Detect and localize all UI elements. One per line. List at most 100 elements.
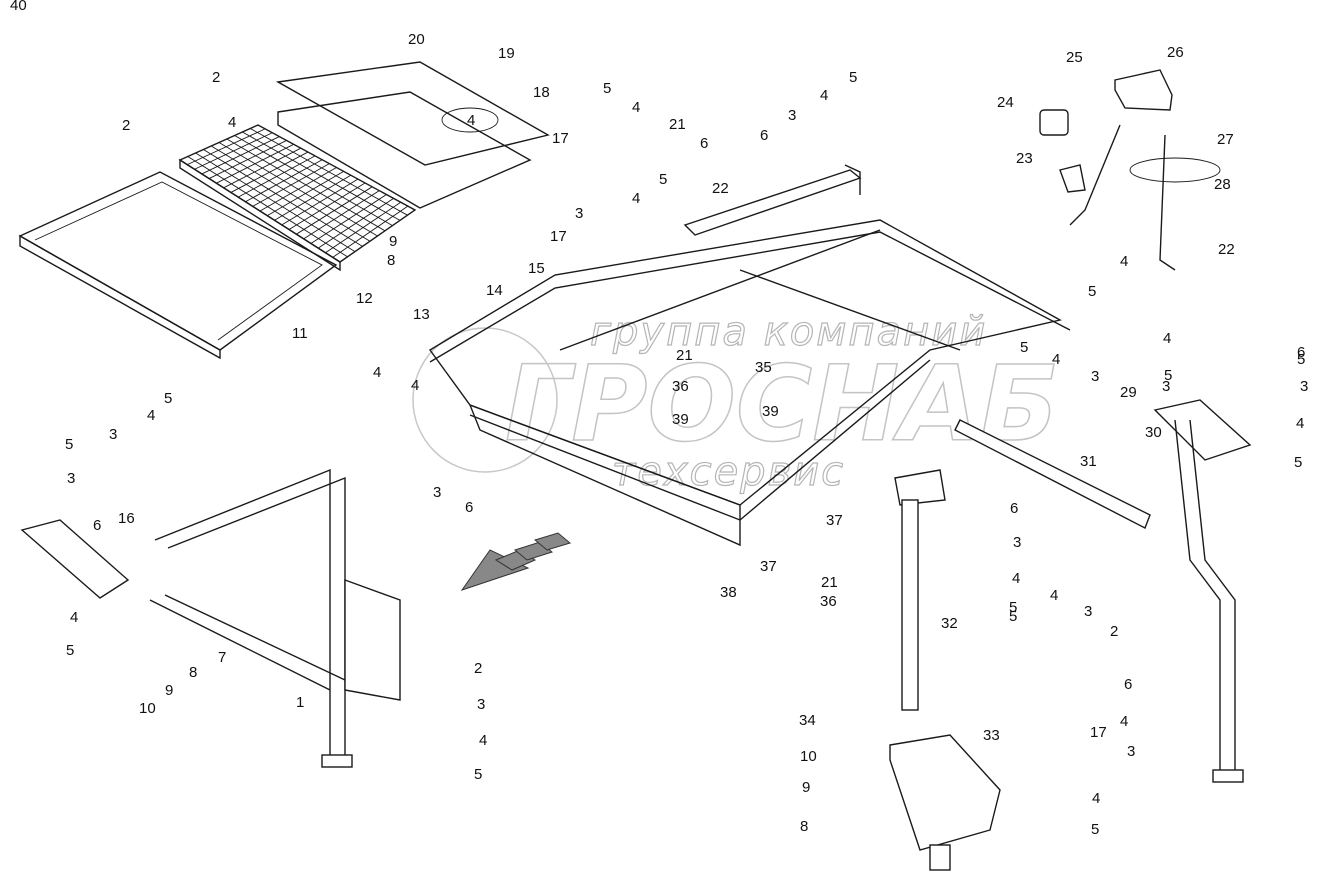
- callout-25: 25: [1066, 49, 1083, 66]
- callout-5: 5: [1164, 367, 1172, 384]
- callout-29: 29: [1120, 384, 1137, 401]
- callout-8: 8: [800, 818, 808, 835]
- callout-4: 4: [1050, 587, 1058, 604]
- callout-31: 31: [1080, 453, 1097, 470]
- callout-36: 36: [672, 378, 689, 395]
- callout-38: 38: [720, 584, 737, 601]
- callout-6: 6: [700, 135, 708, 152]
- callout-4: 4: [632, 190, 640, 207]
- callout-8: 8: [189, 664, 197, 681]
- callout-18: 18: [533, 84, 550, 101]
- callout-1: 1: [296, 694, 304, 711]
- part-14-main-frame: [428, 219, 1071, 547]
- callout-3: 3: [575, 205, 583, 222]
- callout-6: 6: [93, 517, 101, 534]
- callout-35: 35: [755, 359, 772, 376]
- callout-3: 3: [1162, 378, 1170, 395]
- callout-4: 4: [479, 732, 487, 749]
- callout-3: 3: [1127, 743, 1135, 760]
- callout-6: 6: [760, 127, 768, 144]
- callout-16: 16: [118, 510, 135, 527]
- callout-11: 11: [292, 325, 308, 342]
- callout-22: 22: [712, 180, 729, 197]
- callout-3: 3: [109, 426, 117, 443]
- callout-3: 3: [67, 470, 75, 487]
- watermark-gear-icon: [412, 327, 558, 473]
- part-26-pad: [1114, 69, 1173, 111]
- part-34-bracket: [889, 734, 1001, 871]
- part-23-crossbar: [683, 164, 862, 236]
- callout-4: 4: [147, 407, 155, 424]
- watermark-line1: группа компаний: [590, 309, 987, 355]
- callout-37: 37: [826, 512, 843, 529]
- callout-21: 21: [676, 347, 693, 364]
- callout-6: 6: [465, 499, 473, 516]
- callout-4: 4: [70, 609, 78, 626]
- watermark-line3: техсервис: [612, 449, 845, 495]
- part-7-bracket: [20, 519, 130, 599]
- callout-5: 5: [164, 390, 172, 407]
- callout-5: 5: [1088, 283, 1096, 300]
- watermark-line2: ГРОСНАБ: [505, 343, 1059, 465]
- callout-17: 17: [1090, 724, 1107, 741]
- callout-4: 4: [373, 364, 381, 381]
- callout-3: 3: [1300, 378, 1308, 395]
- callout-2: 2: [474, 660, 482, 677]
- callout-39: 39: [672, 411, 689, 428]
- callout-17: 17: [550, 228, 567, 245]
- part-32-bar: [954, 419, 1151, 529]
- callout-4: 4: [1052, 351, 1060, 368]
- callout-5: 5: [1091, 821, 1099, 838]
- callout-33: 33: [983, 727, 1000, 744]
- part-28-stand: [1069, 124, 1221, 271]
- part-24-clip: [1059, 164, 1086, 193]
- callout-37: 37: [760, 558, 777, 575]
- callout-2: 2: [212, 69, 220, 86]
- callout-6: 6: [1010, 500, 1018, 517]
- callout-3: 3: [477, 696, 485, 713]
- callout-5: 5: [1294, 454, 1302, 471]
- part-31-right-frame: [1153, 399, 1252, 783]
- callout-5: 5: [65, 436, 73, 453]
- callout-28: 28: [1214, 176, 1231, 193]
- callout-21: 21: [669, 116, 686, 133]
- part-19-cover: [275, 61, 550, 209]
- part-25-block: [1039, 109, 1069, 136]
- callout-5: 5: [66, 642, 74, 659]
- callout-24: 24: [997, 94, 1014, 111]
- callout-4: 4: [1163, 330, 1171, 347]
- callout-9: 9: [802, 779, 810, 796]
- callout-23: 23: [1016, 150, 1033, 167]
- callout-3: 3: [433, 484, 441, 501]
- callout-6: 6: [1124, 676, 1132, 693]
- part-13-grate: [178, 124, 417, 272]
- callout-12: 12: [356, 290, 373, 307]
- watermark: группа компаний ГРОСНАБ техсервис: [412, 308, 1060, 496]
- callout-40: 40: [10, 0, 27, 14]
- callout-4: 4: [1120, 713, 1128, 730]
- callout-5: 5: [1009, 599, 1017, 616]
- callout-5: 5: [474, 766, 482, 783]
- callout-5: 5: [1009, 608, 1017, 625]
- callout-3: 3: [1084, 603, 1092, 620]
- callout-4: 4: [1120, 253, 1128, 270]
- callout-4: 4: [1092, 790, 1100, 807]
- callout-5: 5: [1020, 339, 1028, 356]
- callout-4: 4: [411, 377, 419, 394]
- callout-4: 4: [467, 112, 475, 129]
- callout-3: 3: [788, 107, 796, 124]
- part-1-left-frame: [149, 468, 401, 768]
- callout-14: 14: [486, 282, 503, 299]
- callout-39: 39: [762, 403, 779, 420]
- callout-21: 21: [821, 574, 838, 591]
- callout-3: 3: [1091, 368, 1099, 385]
- callout-36: 36: [820, 593, 837, 610]
- callout-5: 5: [849, 69, 857, 86]
- callout-26: 26: [1167, 44, 1184, 61]
- callout-10: 10: [139, 700, 156, 717]
- callout-10: 10: [800, 748, 817, 765]
- callout-4: 4: [632, 99, 640, 116]
